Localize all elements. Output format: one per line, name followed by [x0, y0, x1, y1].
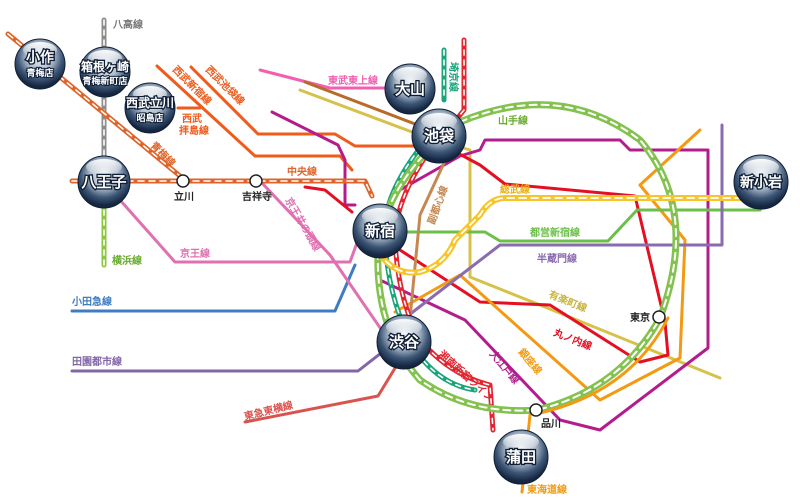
- line-chuo: [69, 178, 375, 199]
- label-tokaido: 東海道線: [527, 483, 567, 496]
- label-toyoko: 東急東横線: [243, 398, 295, 423]
- line-fukutoshin: [408, 148, 452, 320]
- line-toyoko: [243, 358, 402, 424]
- station-sub-seibu-tachikawa: 昭島店: [136, 112, 163, 124]
- line-brown-branch: [303, 80, 417, 126]
- label-yokohama: 横浜線: [112, 254, 142, 267]
- station-name-shinjuku: 新宿: [365, 222, 395, 240]
- station-name-kamata: 蒲田: [506, 448, 536, 466]
- station-marker-kichijoji[interactable]: [249, 174, 263, 188]
- label-fukutoshin: 副都心線: [425, 184, 451, 226]
- station-label-kichijoji: 吉祥寺: [242, 190, 272, 203]
- station-hachioji[interactable]: 八王子: [77, 155, 131, 209]
- station-name-ozaku: 小作: [26, 49, 54, 66]
- label-seibu-haijima-2: 拝島線: [179, 124, 209, 137]
- label-chuo: 中央線: [287, 165, 317, 178]
- station-seibu-tachikawa[interactable]: 西武立川 昭島店: [124, 82, 176, 134]
- station-name-ikebukuro: 池袋: [424, 127, 455, 145]
- label-yamanote: 山手線: [498, 114, 528, 127]
- station-shibuya[interactable]: 渋谷: [376, 314, 432, 370]
- line-hanzomon: [403, 123, 724, 320]
- label-sobu: 総武線: [500, 183, 530, 196]
- line-keio: [118, 198, 360, 264]
- line-keio-inokashira: [260, 181, 387, 337]
- station-label-tokyo: 東京: [630, 311, 650, 324]
- label-odakyu: 小田急線: [71, 295, 112, 308]
- station-ozaku[interactable]: 小作 青梅店: [14, 38, 66, 90]
- station-marker-tachikawa[interactable]: [176, 174, 190, 188]
- label-hachiko: 八高線: [112, 18, 143, 31]
- label-saikyo: 埼京線: [447, 62, 460, 92]
- line-marunouchi: [303, 148, 670, 364]
- label-toei-shinjuku: 都営新宿線: [529, 226, 580, 239]
- station-shin-koiwa[interactable]: 新小岩: [733, 154, 789, 210]
- station-bubbles: 小作 青梅店 箱根ヶ崎 青梅新町店 西武立川 昭島店 八王子 大山: [14, 38, 789, 485]
- minor-stations: 立川 吉祥寺 東京 品川: [174, 174, 666, 430]
- station-sub-hakonegasaki: 青梅新町店: [82, 75, 127, 87]
- line-toei-shinjuku: [398, 193, 777, 243]
- label-keio-inokashira: 京王井の頭線: [282, 195, 323, 253]
- station-hakonegasaki[interactable]: 箱根ヶ崎 青梅新町店: [79, 46, 131, 98]
- station-ikebukuro[interactable]: 池袋: [411, 108, 467, 164]
- line-odakyu: [70, 263, 357, 313]
- label-denentoshi: 田園都市線: [72, 355, 122, 368]
- station-name-seibu-tachikawa: 西武立川: [126, 95, 174, 110]
- station-name-oyama: 大山: [395, 80, 425, 98]
- station-oyama[interactable]: 大山: [384, 63, 436, 115]
- label-hanzomon: 半蔵門線: [537, 252, 577, 265]
- station-kamata[interactable]: 蒲田: [493, 429, 549, 485]
- line-tobu-tojo: [258, 68, 392, 90]
- station-marker-tokyo[interactable]: [652, 310, 666, 324]
- label-seibu-haijima-1: 西武: [182, 112, 202, 125]
- line-seibu-ikebukuro: [189, 65, 422, 148]
- station-name-shibuya: 渋谷: [389, 333, 420, 351]
- station-shinjuku[interactable]: 新宿: [352, 203, 408, 259]
- station-name-hakonegasaki: 箱根ヶ崎: [81, 59, 129, 74]
- station-name-hachioji: 八王子: [80, 173, 126, 191]
- station-sub-ozaku: 青梅店: [26, 67, 53, 79]
- label-tobu-tojo: 東武東上線: [328, 74, 378, 87]
- station-label-shinagawa: 品川: [541, 418, 561, 430]
- line-denentoshi: [70, 348, 387, 373]
- label-ginza: 銀座線: [516, 346, 545, 377]
- label-keio: 京王線: [180, 247, 210, 260]
- station-name-shin-koiwa: 新小岩: [740, 174, 782, 191]
- station-label-tachikawa: 立川: [174, 190, 194, 203]
- station-marker-shinagawa[interactable]: [529, 403, 543, 417]
- line-oedo: [270, 110, 710, 432]
